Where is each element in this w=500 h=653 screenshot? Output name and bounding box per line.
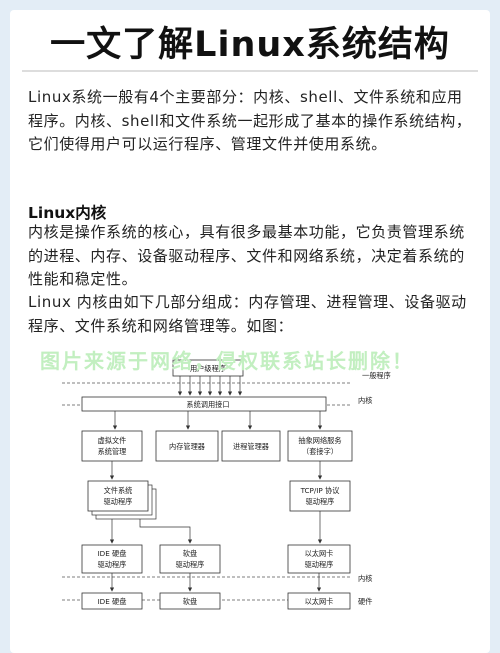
svg-text:进程管理器: 进程管理器 xyxy=(233,442,269,451)
svg-text:虚拟文件: 虚拟文件 xyxy=(98,436,127,445)
layer-kernel-label: 内核 xyxy=(358,396,372,405)
svg-text:内存管理器: 内存管理器 xyxy=(169,442,205,451)
svg-text:文件系统: 文件系统 xyxy=(104,486,133,495)
ide-hardware-box xyxy=(81,592,143,610)
watermark-text: 图片来源于网络，侵权联系站长删除！ xyxy=(40,349,414,373)
ethernet-driver-box xyxy=(287,544,351,574)
svg-text:驱动程序: 驱动程序 xyxy=(176,560,205,569)
syscall-box xyxy=(81,396,327,412)
kernel-paragraph-2: Linux 内核由如下几部分组成：内存管理、进程管理、设备驱动程序、文件系统和网… xyxy=(28,293,467,335)
intro-paragraph: Linux系统一般有4个主要部分：内核、shell、文件系统和应用程序。内核、s… xyxy=(28,88,472,153)
svg-text:驱动程序: 驱动程序 xyxy=(305,560,334,569)
svg-text:IDE 硬盘: IDE 硬盘 xyxy=(98,549,127,558)
ethernet-hardware-box xyxy=(287,592,351,610)
layer-user-label: 一般程序 xyxy=(362,371,391,380)
user-program-box xyxy=(172,359,244,377)
svg-text:IDE 硬盘: IDE 硬盘 xyxy=(98,597,127,606)
svg-text:驱动程序: 驱动程序 xyxy=(306,497,335,506)
kernel-heading: Linux内核 xyxy=(28,204,107,222)
svg-text:以太网卡: 以太网卡 xyxy=(305,597,334,606)
svg-text:系统管理: 系统管理 xyxy=(98,447,127,456)
svg-text:（套接字）: （套接字） xyxy=(302,447,338,456)
memory-manager-box xyxy=(155,430,219,462)
svg-text:抽象网络服务: 抽象网络服务 xyxy=(298,436,341,445)
title-divider xyxy=(22,70,478,72)
kernel-paragraph-1: 内核是操作系统的核心，具有很多最基本功能，它负责管理系统的进程、内存、设备驱动程… xyxy=(28,223,465,288)
svg-text:驱动程序: 驱动程序 xyxy=(98,560,127,569)
svg-text:软盘: 软盘 xyxy=(183,597,197,606)
vfs-box xyxy=(81,430,143,462)
page-title: 一文了解Linux系统结构 xyxy=(50,25,450,65)
layer-kernel-bottom-label: 内核 xyxy=(358,574,372,583)
floppy-hardware-box xyxy=(159,592,221,610)
user-program-label: 用户级程序 xyxy=(190,364,226,373)
svg-text:TCP/IP 协议: TCP/IP 协议 xyxy=(300,486,340,495)
network-service-box xyxy=(287,430,353,462)
layer-hardware-label: 硬件 xyxy=(358,597,372,606)
process-manager-box xyxy=(221,430,281,462)
svg-text:驱动程序: 驱动程序 xyxy=(104,497,133,506)
syscall-label: 系统调用接口 xyxy=(186,400,229,409)
svg-text:软盘: 软盘 xyxy=(183,549,197,558)
fs-driver-box xyxy=(87,480,149,512)
svg-text:以太网卡: 以太网卡 xyxy=(305,549,334,558)
floppy-driver-box xyxy=(159,544,221,574)
linux-architecture-diagram: 用户级程序 一般程序 系统调用接口 内核 虚拟文件 系统管理 内存管理器 进程管… xyxy=(62,359,391,610)
ide-driver-box xyxy=(81,544,143,574)
